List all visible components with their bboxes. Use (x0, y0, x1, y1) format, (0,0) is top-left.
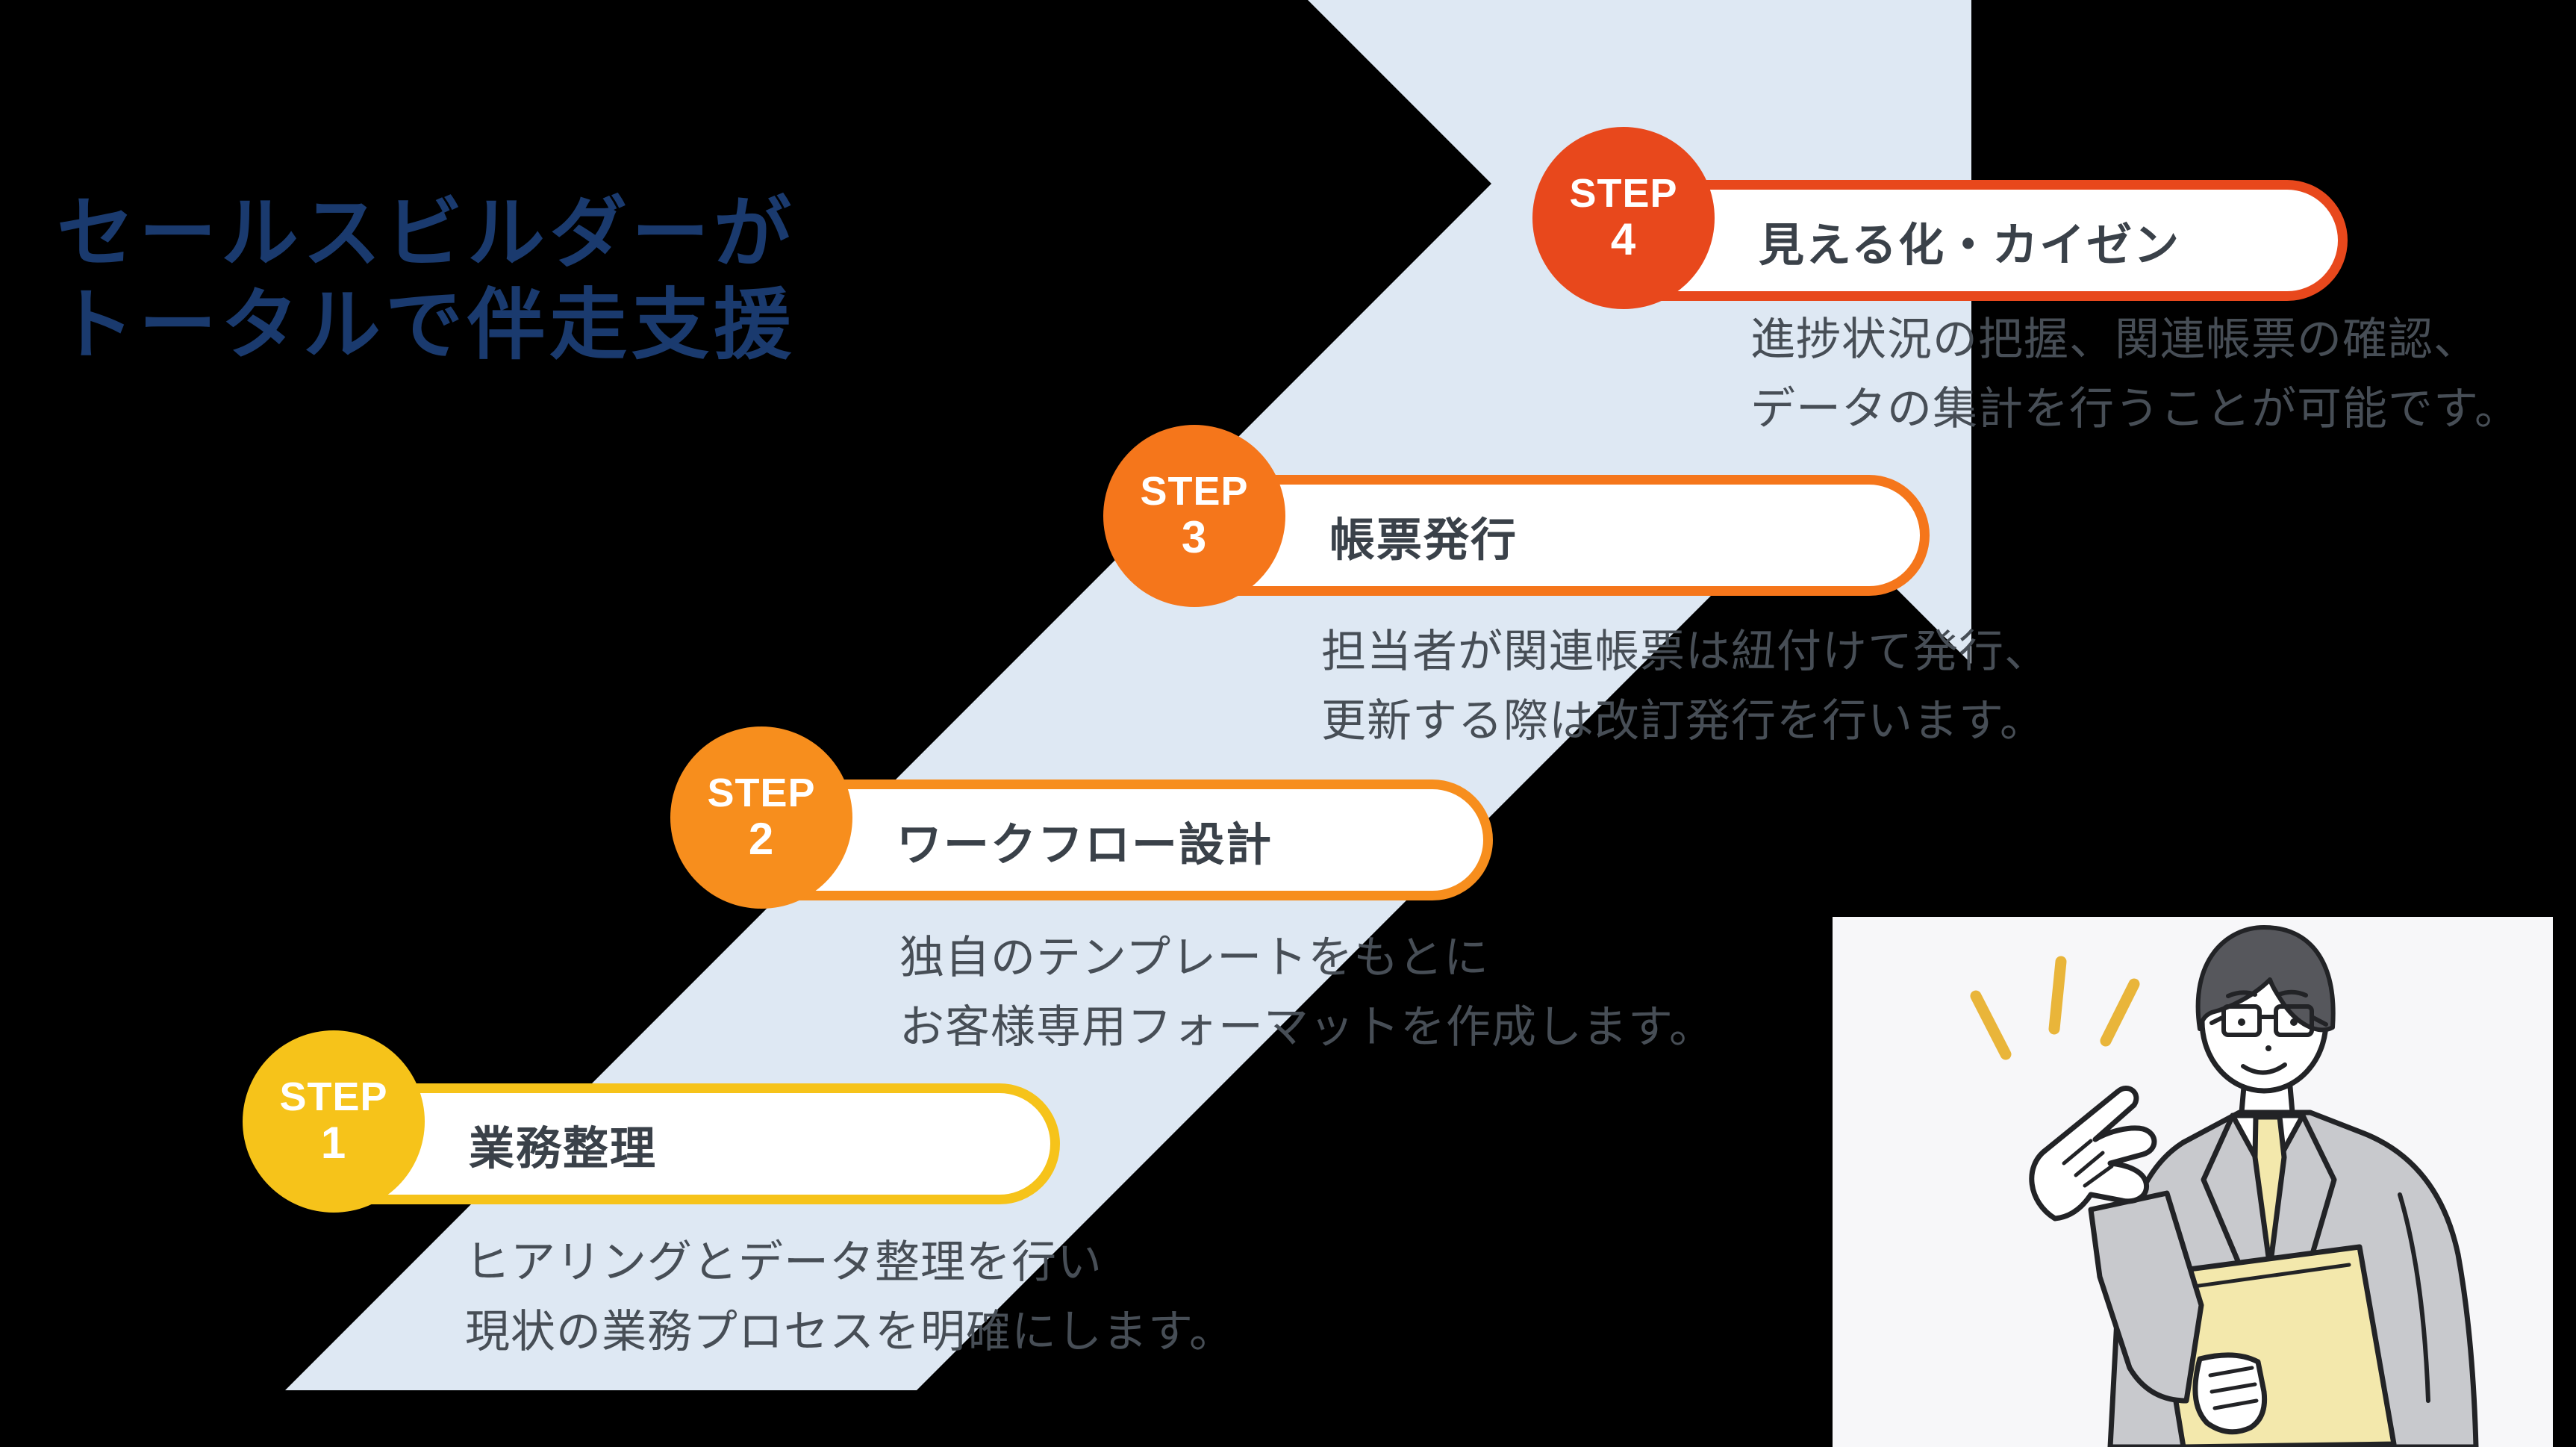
step-3-label: 帳票発行 (1329, 514, 1518, 565)
step-2-badge-word: STEP (707, 771, 816, 816)
businessman-illustration (1833, 917, 2553, 1447)
sparkle-lines-icon (1970, 956, 2140, 1060)
step-2-badge: STEP 2 (670, 726, 852, 909)
step-3-badge-word: STEP (1140, 469, 1249, 514)
step-4-label: 見える化・カイゼン (1759, 219, 2181, 270)
step-2-badge-number: 2 (748, 813, 775, 864)
arrow-shape (285, 0, 1971, 1390)
step-2-description: 独自のテンプレートをもとに お客様専用フォーマットを作成します。 (899, 923, 1715, 1062)
step-1-desc-line2: 現状の業務プロセスを明確にします。 (465, 1307, 1235, 1357)
page-title-line1: セールスビルダーが (57, 190, 796, 277)
step-4-badge: STEP 4 (1532, 127, 1715, 309)
step-1-badge-word: STEP (279, 1074, 388, 1120)
step-1-description: ヒアリングとデータ整理を行い 現状の業務プロセスを明確にします。 (465, 1227, 1235, 1366)
step-3-desc-line2: 更新する際は改訂発行を行います。 (1321, 696, 2045, 746)
step-4-desc-line1: 進捗状況の把握、関連帳票の確認、 (1750, 314, 2479, 364)
step-3-description: 担当者が関連帳票は紐付けて発行、 更新する際は改訂発行を行います。 (1321, 617, 2050, 756)
glasses-icon (2209, 1004, 2328, 1037)
step-2-desc-line1: 独自のテンプレートをもとに (899, 933, 1489, 983)
step-2-desc-line2: お客様専用フォーマットを作成します。 (899, 1002, 1715, 1052)
step-4-badge-number: 4 (1610, 214, 1637, 264)
step-4-desc-line2: データの集計を行うことが可能です。 (1750, 384, 2520, 434)
step-1-badge: STEP 1 (243, 1030, 425, 1213)
step-1-badge-number: 1 (320, 1117, 347, 1168)
step-3-desc-line1: 担当者が関連帳票は紐付けて発行、 (1321, 626, 2050, 676)
step-1-label: 業務整理 (469, 1122, 658, 1174)
page-title: セールスビルダーが トータルで伴走支援 (57, 188, 796, 372)
step-1-desc-line1: ヒアリングとデータ整理を行い (465, 1237, 1103, 1287)
page-title-line2: トータルで伴走支援 (57, 282, 796, 369)
step-3-badge: STEP 3 (1103, 425, 1285, 607)
step-2-label: ワークフロー設計 (896, 818, 1273, 870)
step-4-badge-word: STEP (1569, 171, 1678, 217)
step-4-description: 進捗状況の把握、関連帳票の確認、 データの集計を行うことが可能です。 (1750, 305, 2520, 444)
step-3-badge-number: 3 (1181, 511, 1208, 562)
